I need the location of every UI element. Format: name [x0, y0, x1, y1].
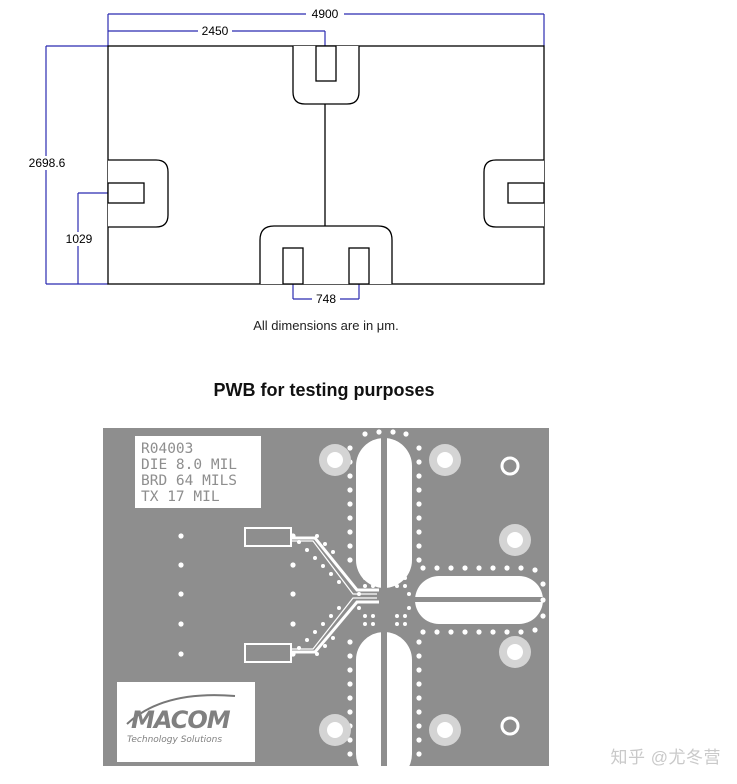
- board-label-line-4: TX 17 MIL: [141, 489, 220, 505]
- rf-traces: [291, 536, 379, 654]
- macom-logo: MACOM Technology Solutions: [126, 694, 236, 745]
- board-label-box: [135, 436, 261, 508]
- mounting-holes: [319, 444, 531, 746]
- dimensions-note: All dimensions are in μm.: [253, 318, 399, 333]
- pwb-board-image: R04003 DIE 8.0 MIL BRD 64 MILS TX 17 MIL…: [103, 428, 549, 766]
- svg-text:MACOM: MACOM: [131, 706, 231, 734]
- svg-text:Technology Solutions: Technology Solutions: [127, 735, 222, 745]
- die-body: [107, 45, 545, 285]
- board-label-line-3: BRD 64 MILS: [141, 473, 237, 489]
- dim-width-total: 4900: [312, 7, 339, 21]
- watermark-text: 知乎 @尤冬营: [610, 748, 721, 767]
- die-outline-drawing: 4900 2450 2698.6 1029 748: [24, 7, 545, 306]
- board-label-line-2: DIE 8.0 MIL: [141, 457, 237, 473]
- dim-width-half: 2450: [202, 24, 229, 38]
- section-title: PWB for testing purposes: [213, 380, 435, 400]
- vias: [178, 429, 546, 757]
- board-label-line-1: R04003: [141, 441, 193, 457]
- dim-side-pad-height: 1029: [66, 232, 93, 246]
- dim-height-total: 2698.6: [29, 156, 66, 170]
- dim-bottom-pad-spacing: 748: [316, 292, 336, 306]
